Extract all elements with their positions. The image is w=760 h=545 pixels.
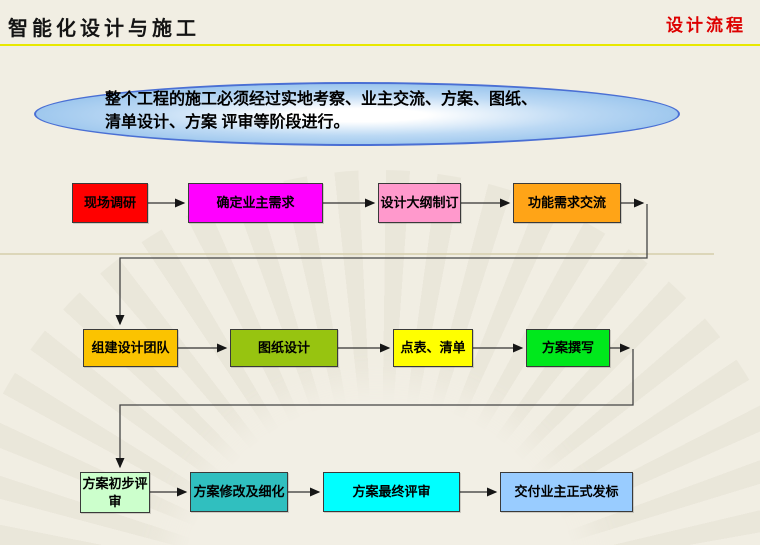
intro-ellipse-text: 整个工程的施工必须经过实地考察、业主交流、方案、图纸、 清单设计、方案 评审等阶…: [105, 88, 665, 134]
decorative-horizontal-line: [0, 253, 714, 255]
connector-row1-row2: [115, 204, 648, 326]
intro-ellipse: [34, 82, 680, 146]
flow-node-proposal-final-review: 方案最终评审: [323, 472, 460, 512]
flow-node-design-outline-drafting: 设计大纲制订: [378, 183, 461, 223]
slide-header: 智能化设计与施工 设计流程: [0, 0, 760, 46]
flow-node-proposal-revision-refine: 方案修改及细化: [190, 472, 288, 512]
flow-node-proposal-initial-review: 方案初步评审: [80, 472, 150, 513]
connector-row2-row3: [115, 349, 634, 469]
flow-node-point-table-and-list: 点表、清单: [393, 329, 473, 367]
flow-node-site-survey: 现场调研: [72, 183, 148, 223]
intro-text-line-2: 清单设计、方案 评审等阶段进行。: [105, 114, 350, 132]
flow-node-proposal-writing: 方案撰写: [526, 329, 610, 367]
flow-node-functional-needs-exchange: 功能需求交流: [513, 183, 621, 223]
slide-title: 智能化设计与施工: [8, 16, 200, 40]
page-section-label: 设计流程: [666, 16, 746, 35]
flow-node-build-design-team: 组建设计团队: [83, 329, 178, 367]
intro-text-line-1: 整个工程的施工必须经过实地考察、业主交流、方案、图纸、: [105, 91, 538, 108]
flow-node-deliver-owner-formal-bid: 交付业主正式发标: [500, 472, 633, 512]
flow-node-define-owner-needs: 确定业主需求: [188, 183, 323, 223]
flow-node-drawing-design: 图纸设计: [230, 329, 338, 367]
